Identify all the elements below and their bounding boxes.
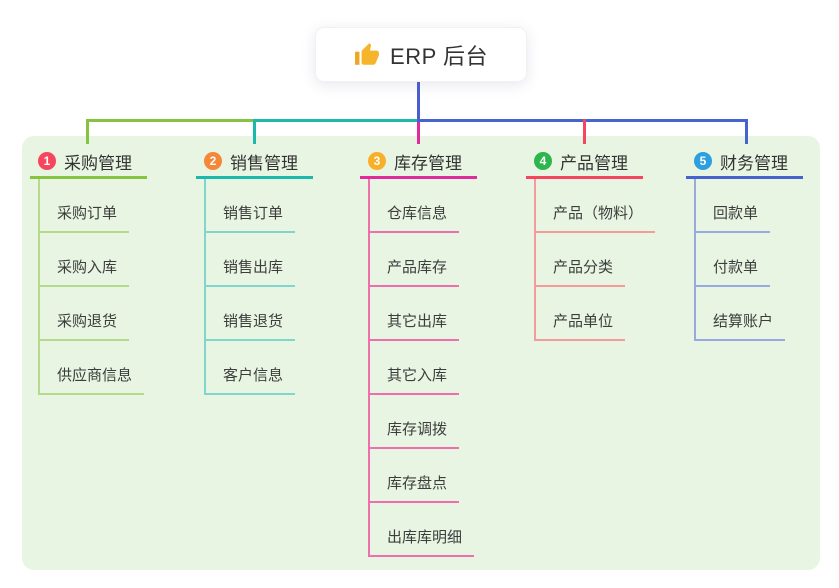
- branch-leaves: 产品（物料）产品分类产品单位: [534, 179, 656, 341]
- branch-drop-line: [417, 122, 420, 144]
- bus-segment: [417, 119, 748, 122]
- branch-column: 2 销售管理销售订单销售出库销售退货客户信息: [196, 146, 313, 395]
- branch-leaves: 采购订单采购入库采购退货供应商信息: [38, 179, 145, 395]
- bus-segment: [253, 119, 417, 122]
- branch-column: 4 产品管理产品（物料）产品分类产品单位: [526, 146, 656, 341]
- leaf-item[interactable]: 产品单位: [536, 287, 626, 341]
- branch-column: 3 库存管理仓库信息产品库存其它出库其它入库库存调拨库存盘点出库库明细: [360, 146, 477, 557]
- branch-header[interactable]: 1 采购管理: [30, 146, 147, 179]
- branch-drop-line: [583, 119, 586, 144]
- branch-column: 5 财务管理回款单付款单结算账户: [686, 146, 803, 341]
- leaf-item[interactable]: 付款单: [696, 233, 771, 287]
- leaf-item[interactable]: 采购入库: [40, 233, 130, 287]
- branch-drop-line: [86, 119, 89, 144]
- branch-label: 库存管理: [394, 153, 462, 173]
- root-title: ERP 后台: [390, 43, 488, 69]
- branch-number-badge: 4: [534, 152, 552, 170]
- branch-drop-line: [745, 119, 748, 144]
- root-node[interactable]: ERP 后台: [315, 27, 527, 82]
- leaf-item[interactable]: 采购订单: [40, 179, 130, 233]
- leaf-item[interactable]: 回款单: [696, 179, 771, 233]
- branch-label: 财务管理: [720, 153, 788, 173]
- branch-number-badge: 5: [694, 152, 712, 170]
- leaf-item[interactable]: 产品库存: [370, 233, 460, 287]
- branch-leaves: 销售订单销售出库销售退货客户信息: [204, 179, 296, 395]
- branch-label: 产品管理: [560, 153, 628, 173]
- branch-number-badge: 1: [38, 152, 56, 170]
- branches-panel: [22, 136, 820, 570]
- thumbs-up-icon: [355, 42, 379, 65]
- leaf-item[interactable]: 销售退货: [206, 287, 296, 341]
- leaf-item[interactable]: 销售订单: [206, 179, 296, 233]
- leaf-item[interactable]: 销售出库: [206, 233, 296, 287]
- branch-number-badge: 3: [368, 152, 386, 170]
- branch-header[interactable]: 5 财务管理: [686, 146, 803, 179]
- bus-segment: [86, 119, 256, 122]
- branch-header[interactable]: 2 销售管理: [196, 146, 313, 179]
- leaf-item[interactable]: 仓库信息: [370, 179, 460, 233]
- branch-drop-line: [253, 119, 256, 144]
- branch-label: 采购管理: [64, 153, 132, 173]
- leaf-item[interactable]: 供应商信息: [40, 341, 145, 395]
- leaf-item[interactable]: 库存调拨: [370, 395, 460, 449]
- branch-leaves: 回款单付款单结算账户: [694, 179, 786, 341]
- branch-label: 销售管理: [230, 153, 298, 173]
- leaf-item[interactable]: 出库库明细: [370, 503, 475, 557]
- leaf-item[interactable]: 其它入库: [370, 341, 460, 395]
- leaf-item[interactable]: 结算账户: [696, 287, 786, 341]
- root-connector-line: [417, 82, 420, 120]
- branch-column: 1 采购管理采购订单采购入库采购退货供应商信息: [30, 146, 147, 395]
- branch-number-badge: 2: [204, 152, 222, 170]
- leaf-item[interactable]: 采购退货: [40, 287, 130, 341]
- branch-header[interactable]: 3 库存管理: [360, 146, 477, 179]
- leaf-item[interactable]: 其它出库: [370, 287, 460, 341]
- leaf-item[interactable]: 库存盘点: [370, 449, 460, 503]
- branch-header[interactable]: 4 产品管理: [526, 146, 643, 179]
- branch-leaves: 仓库信息产品库存其它出库其它入库库存调拨库存盘点出库库明细: [368, 179, 475, 557]
- leaf-item[interactable]: 客户信息: [206, 341, 296, 395]
- leaf-item[interactable]: 产品分类: [536, 233, 626, 287]
- leaf-item[interactable]: 产品（物料）: [536, 179, 656, 233]
